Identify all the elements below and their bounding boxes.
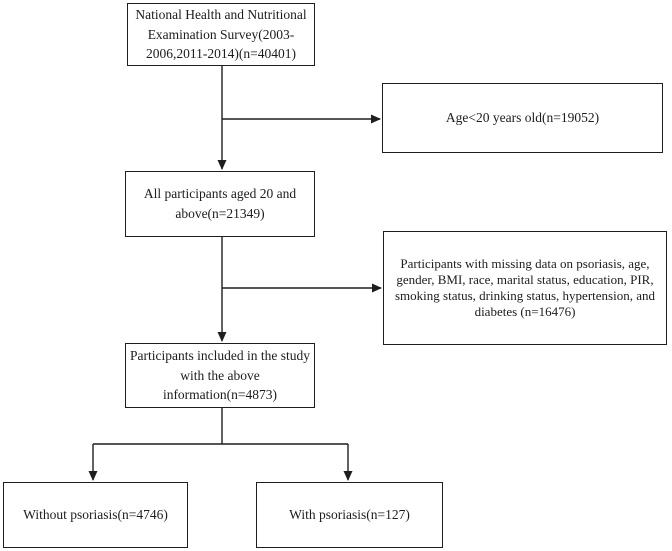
node-with-psoriasis: With psoriasis(n=127) [256, 482, 443, 548]
node-included-label: Participants included in the study with … [130, 348, 310, 403]
node-nhanes-survey-label: National Health and Nutritional Examinat… [135, 7, 307, 62]
node-nhanes-survey: National Health and Nutritional Examinat… [127, 3, 315, 66]
node-age-excluded-label: Age<20 years old(n=19052) [445, 110, 600, 126]
node-included: Participants included in the study with … [125, 343, 315, 408]
node-missing-data-excluded: Participants with missing data on psoria… [383, 231, 667, 345]
node-adults-label: All participants aged 20 and above(n=213… [143, 186, 297, 221]
node-adults: All participants aged 20 and above(n=213… [125, 171, 315, 237]
node-missing-data-excluded-label: Participants with missing data on psoria… [395, 255, 655, 320]
node-without-psoriasis-label: Without psoriasis(n=4746) [23, 507, 168, 523]
node-age-excluded: Age<20 years old(n=19052) [382, 83, 663, 153]
node-without-psoriasis: Without psoriasis(n=4746) [3, 482, 188, 548]
node-with-psoriasis-label: With psoriasis(n=127) [289, 507, 410, 523]
